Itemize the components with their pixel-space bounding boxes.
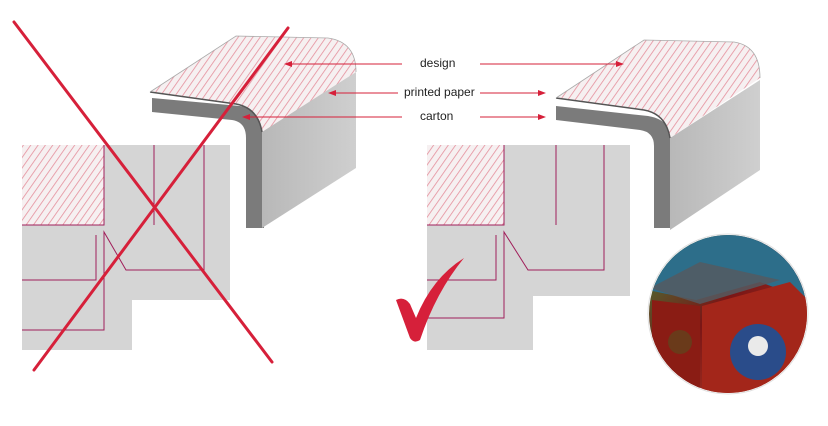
design-label: design bbox=[420, 56, 456, 70]
carton-label: carton bbox=[420, 109, 454, 123]
corner-3d-wrong bbox=[149, 35, 357, 228]
product-photo bbox=[647, 233, 809, 395]
label-arrows bbox=[242, 61, 624, 120]
check-mark-icon bbox=[396, 258, 464, 342]
printed-paper-label: printed paper bbox=[404, 85, 475, 99]
cross-mark-icon bbox=[12, 20, 290, 372]
flat-layout-right bbox=[427, 145, 630, 350]
